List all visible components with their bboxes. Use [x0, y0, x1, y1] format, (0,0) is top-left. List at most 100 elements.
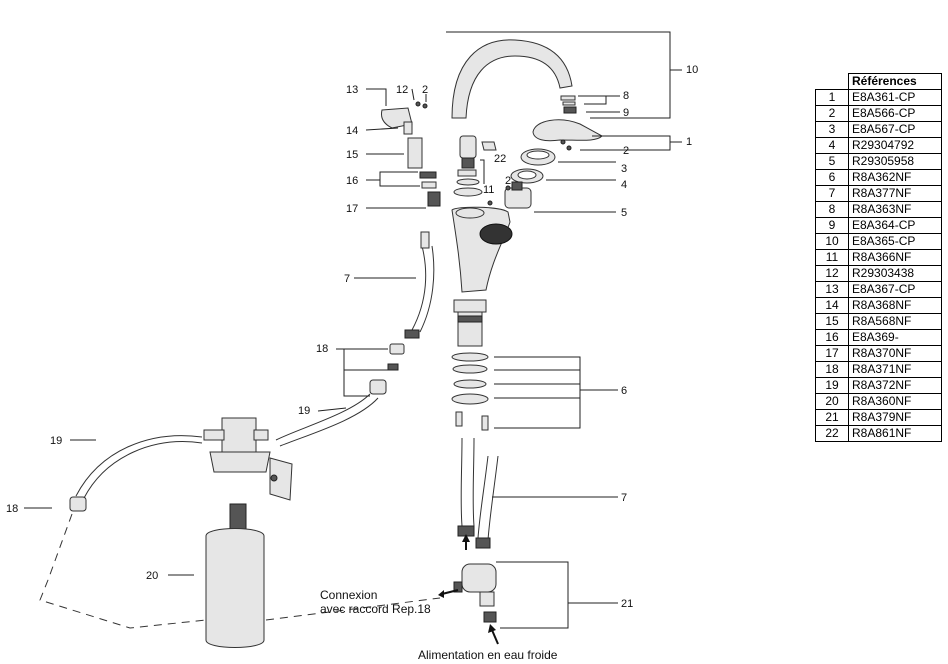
callout-3: 3: [621, 163, 627, 175]
callout-21: 21: [621, 598, 633, 610]
reference-number: 13: [815, 281, 849, 298]
reference-number: 3: [815, 121, 849, 138]
reference-code: E8A566-CP: [848, 105, 942, 122]
cartridge-part: [504, 181, 532, 209]
reference-code: R29305958: [848, 153, 942, 170]
callout-20: 20: [146, 570, 158, 582]
hose-connectors: [69, 343, 405, 512]
reference-code: R8A861NF: [848, 425, 942, 442]
callout-2-lever: 2: [623, 145, 629, 157]
callout-18-left: 18: [6, 503, 18, 515]
reference-number: 2: [815, 105, 849, 122]
reference-code: R8A370NF: [848, 345, 942, 362]
reference-code: R8A372NF: [848, 377, 942, 394]
reference-number: 10: [815, 233, 849, 250]
diagram-notes: Connexion avec raccord Rep.18 Alimentati…: [320, 588, 558, 662]
reference-number: 9: [815, 217, 849, 234]
callout-19-right: 19: [298, 405, 310, 417]
callout-1: 1: [686, 136, 692, 148]
references-header-blank: [816, 74, 849, 90]
filter-handle-parts: [381, 101, 441, 207]
reference-number: 15: [815, 313, 849, 330]
flexible-hoses: [404, 231, 499, 549]
callout-5: 5: [621, 207, 627, 219]
callout-14: 14: [346, 125, 358, 137]
aerator-parts: [560, 95, 577, 114]
callout-2-handle: 2: [422, 84, 428, 96]
reference-number: 7: [815, 185, 849, 202]
reference-number: 17: [815, 345, 849, 362]
callout-18-upper: 18: [316, 343, 328, 355]
references-header-row: Références: [816, 73, 942, 90]
callout-2-cartridge: 2: [505, 175, 511, 187]
reference-code: R8A371NF: [848, 361, 942, 378]
reference-number: 22: [815, 425, 849, 442]
reference-code: R8A568NF: [848, 313, 942, 330]
reference-code: R8A363NF: [848, 201, 942, 218]
reference-number: 16: [815, 329, 849, 346]
reference-code: E8A567-CP: [848, 121, 942, 138]
reference-number: 5: [815, 153, 849, 170]
reference-number: 12: [815, 265, 849, 282]
callout-7-upper: 7: [344, 273, 350, 285]
reference-code: E8A365-CP: [848, 233, 942, 250]
callout-4: 4: [621, 179, 627, 191]
callout-17: 17: [346, 203, 358, 215]
threaded-shank-part: [453, 299, 487, 347]
callout-22: 22: [494, 153, 506, 165]
filter-hoses: [75, 393, 379, 499]
ring-part: [520, 148, 556, 166]
spout-tube-parts: [453, 135, 497, 206]
tee-connector-part: [453, 563, 497, 623]
reference-code: R8A368NF: [848, 297, 942, 314]
references-header: Références: [848, 73, 942, 90]
reference-code: R8A379NF: [848, 409, 942, 426]
callout-8: 8: [623, 90, 629, 102]
reference-number: 21: [815, 409, 849, 426]
callout-13: 13: [346, 84, 358, 96]
reference-code: R8A377NF: [848, 185, 942, 202]
lever-handle-part: [532, 119, 603, 151]
callout-15: 15: [346, 149, 358, 161]
callout-7-lower: 7: [621, 492, 627, 504]
reference-code: R8A360NF: [848, 393, 942, 410]
tap-body-part: [451, 206, 513, 293]
reference-number: 4: [815, 137, 849, 154]
spout-part: [451, 39, 573, 119]
flow-arrows: [438, 534, 499, 645]
connexion-note-line2: avec raccord Rep.18: [320, 602, 431, 616]
dashed-connection: [39, 513, 441, 629]
reference-number: 19: [815, 377, 849, 394]
nut-part: [510, 168, 544, 184]
callout-9: 9: [623, 107, 629, 119]
callout-10: 10: [686, 64, 698, 76]
callout-12: 12: [396, 84, 408, 96]
reference-code: E8A369-: [848, 329, 942, 346]
connexion-note-line1: Connexion: [320, 588, 377, 602]
reference-code: E8A361-CP: [848, 89, 942, 106]
reference-number: 18: [815, 361, 849, 378]
reference-code: R8A362NF: [848, 169, 942, 186]
alimentation-note: Alimentation en eau froide: [418, 648, 558, 662]
